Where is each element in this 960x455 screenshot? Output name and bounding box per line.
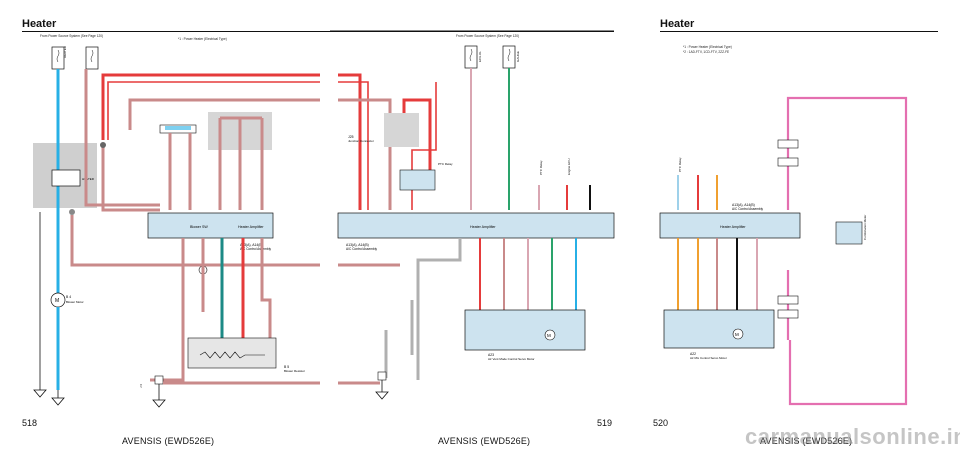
blower-resistor-code: B 5 — [284, 365, 289, 369]
footer-middle: AVENSIS (EWD526E) — [438, 436, 531, 446]
blower-motor-label: Blower Motor — [66, 300, 84, 304]
ptc-relay-label-519: PTC Relay — [438, 162, 453, 166]
ac-ctrl-code-519: A13(A), A14(B) — [346, 243, 369, 247]
ptc-relay-ref-520a: PTC Relay — [678, 157, 682, 172]
wire-pink-red-1 — [84, 69, 160, 207]
ground-symbol-1 — [51, 397, 65, 406]
title-rule-right — [660, 31, 938, 32]
air-mix-label: Air Mix Control Servo Motor — [690, 356, 727, 360]
footer-left: AVENSIS (EWD526E) — [122, 436, 215, 446]
air-vent-code: A23 — [488, 353, 494, 357]
combination-meter-label: Combination Meter — [863, 215, 867, 240]
combination-meter-box — [835, 221, 863, 245]
fuse-label-heater: HEATER — [63, 45, 67, 58]
junction-code-j6: J 6 — [139, 384, 143, 388]
wire-red-519 — [338, 73, 362, 210]
wire-red-1 — [101, 73, 320, 140]
ac-ctrl-code-520: A13(A), A14(B) — [732, 203, 755, 207]
ac-control-box-520 — [659, 212, 801, 239]
junction-shade-519 — [384, 113, 419, 147]
ac-control-box-519 — [337, 212, 615, 239]
ac-ctrl-label-518: A/C Control Assembly — [240, 247, 271, 251]
note-power-source-518: From Power Source System (See Page 120) — [40, 34, 104, 38]
fuse-label-ecu-ig: ECU-IG — [478, 51, 482, 62]
footer-right: AVENSIS (EWD526E) — [760, 436, 853, 446]
note-legend-520-1: *1 : Power Heater (Electrical Type) — [683, 45, 732, 49]
title-rule-left — [22, 31, 614, 32]
svg-text:M: M — [735, 332, 739, 337]
heater-amp-label-519: Heater Amplifier — [470, 225, 496, 229]
air-vent-servo-box — [464, 309, 586, 351]
air-mix-code: A22 — [690, 352, 696, 356]
blower-resistor-label: Blower Resistor — [284, 369, 305, 373]
heater-relay — [51, 169, 81, 187]
air-vent-label: Air Vent Mode Control Servo Motor — [488, 357, 535, 361]
svg-text:M: M — [55, 298, 59, 304]
fuse-box-2 — [85, 46, 99, 70]
blower-resistor-box — [187, 337, 277, 369]
engine-ecu-ref-519: Engine ECU — [567, 158, 571, 175]
page-title-heater-right: Heater — [660, 18, 695, 30]
relay-label: HEATER — [82, 177, 95, 181]
page-number-520: 520 — [653, 418, 669, 428]
svg-text:M: M — [547, 333, 551, 338]
ac-ctrl-code-518: A13(A), A14(B) — [240, 243, 263, 247]
ptc-heater-box — [399, 169, 436, 191]
ptc-relay-ref-519: PTC Relay — [539, 160, 543, 175]
ac-ctrl-label-519: A/C Control Assembly — [346, 247, 377, 251]
wire-pink-520 — [786, 96, 908, 406]
heater-amp-label-520: Heater Amplifier — [720, 225, 746, 229]
ac-ctrl-label-520: A/C Control Assembly — [732, 207, 763, 211]
note-legend-520-2: *2 : 1AD-FTV, 1CD-FTV, 2ZZ-FE — [683, 50, 730, 54]
blower-sw-label: Blower SW — [190, 225, 208, 229]
blower-motor-code: B 4 — [66, 295, 71, 299]
air-mix-servo-box — [663, 309, 775, 349]
page-number-519: 519 — [597, 418, 613, 428]
fuse-label-gauge: GAUGE — [516, 51, 520, 62]
note-legend-518: *1 : Power Heater (Electrical Type) — [178, 37, 227, 41]
note-power-source-519: From Power Source System (See Page 120) — [456, 34, 520, 38]
page-title-heater-left: Heater — [22, 18, 57, 30]
wire-gray-519 — [416, 238, 462, 380]
junction-code-j25: J25 — [348, 135, 354, 139]
wire-red-2 — [107, 81, 320, 140]
page-number-518: 518 — [22, 418, 38, 428]
watermark: carmanualsonline.info — [745, 424, 960, 449]
heater-amp-label-518: Heater Amplifier — [238, 225, 264, 229]
junction-label-j25: Junction Connector — [348, 139, 374, 143]
ac-control-box-518 — [147, 212, 274, 239]
wire-pink-red-2 — [101, 145, 160, 212]
